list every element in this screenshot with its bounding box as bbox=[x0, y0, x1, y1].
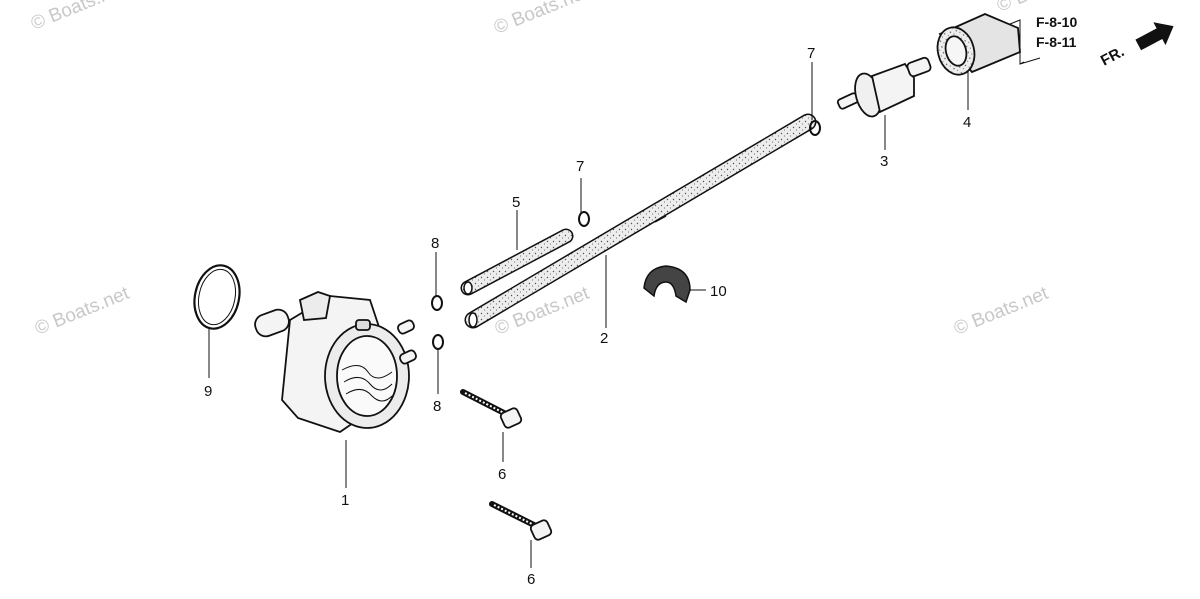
watermark: © Boats.net bbox=[32, 283, 133, 340]
callout-7-upper: 7 bbox=[807, 45, 815, 62]
callout-6-lower: 6 bbox=[527, 571, 535, 588]
tube-part-2 bbox=[464, 113, 817, 329]
leader-lines bbox=[208, 62, 969, 568]
callout-2: 2 bbox=[600, 330, 608, 347]
bolt-part-6-lower bbox=[489, 501, 553, 541]
holder-part-10 bbox=[643, 265, 691, 304]
tube-part-5 bbox=[460, 228, 574, 296]
callout-3: 3 bbox=[880, 153, 888, 170]
clamp-part-7-lower bbox=[578, 211, 590, 227]
callout-9: 9 bbox=[204, 383, 212, 400]
clamp-part-7-upper bbox=[809, 120, 821, 136]
clamp-part-8-lower bbox=[432, 334, 444, 350]
connector-part-3 bbox=[836, 56, 932, 118]
callout-8-upper: 8 bbox=[431, 235, 439, 252]
watermark: © Boats.net bbox=[28, 0, 129, 35]
o-ring-part-9 bbox=[193, 264, 241, 330]
clamp-part-8-upper bbox=[431, 295, 443, 311]
strainer-part-4 bbox=[936, 13, 1041, 76]
callout-10: 10 bbox=[710, 283, 727, 300]
callout-5: 5 bbox=[512, 194, 520, 211]
front-direction-label: FR. bbox=[1098, 43, 1127, 69]
reference-label: F-8-11 bbox=[1036, 34, 1077, 50]
callout-7-lower: 7 bbox=[576, 158, 584, 175]
watermark: © Boats.net bbox=[951, 283, 1052, 340]
callout-1: 1 bbox=[341, 492, 349, 509]
callout-6-upper: 6 bbox=[498, 466, 506, 483]
callout-4: 4 bbox=[963, 114, 971, 131]
front-direction-arrow bbox=[1135, 22, 1174, 51]
callout-8-lower: 8 bbox=[433, 398, 441, 415]
bolt-part-6-upper bbox=[460, 389, 523, 429]
watermark: © Boats.net bbox=[491, 0, 592, 39]
fuel-pump-part-1 bbox=[254, 291, 417, 433]
reference-label: F-8-10 bbox=[1036, 14, 1077, 30]
